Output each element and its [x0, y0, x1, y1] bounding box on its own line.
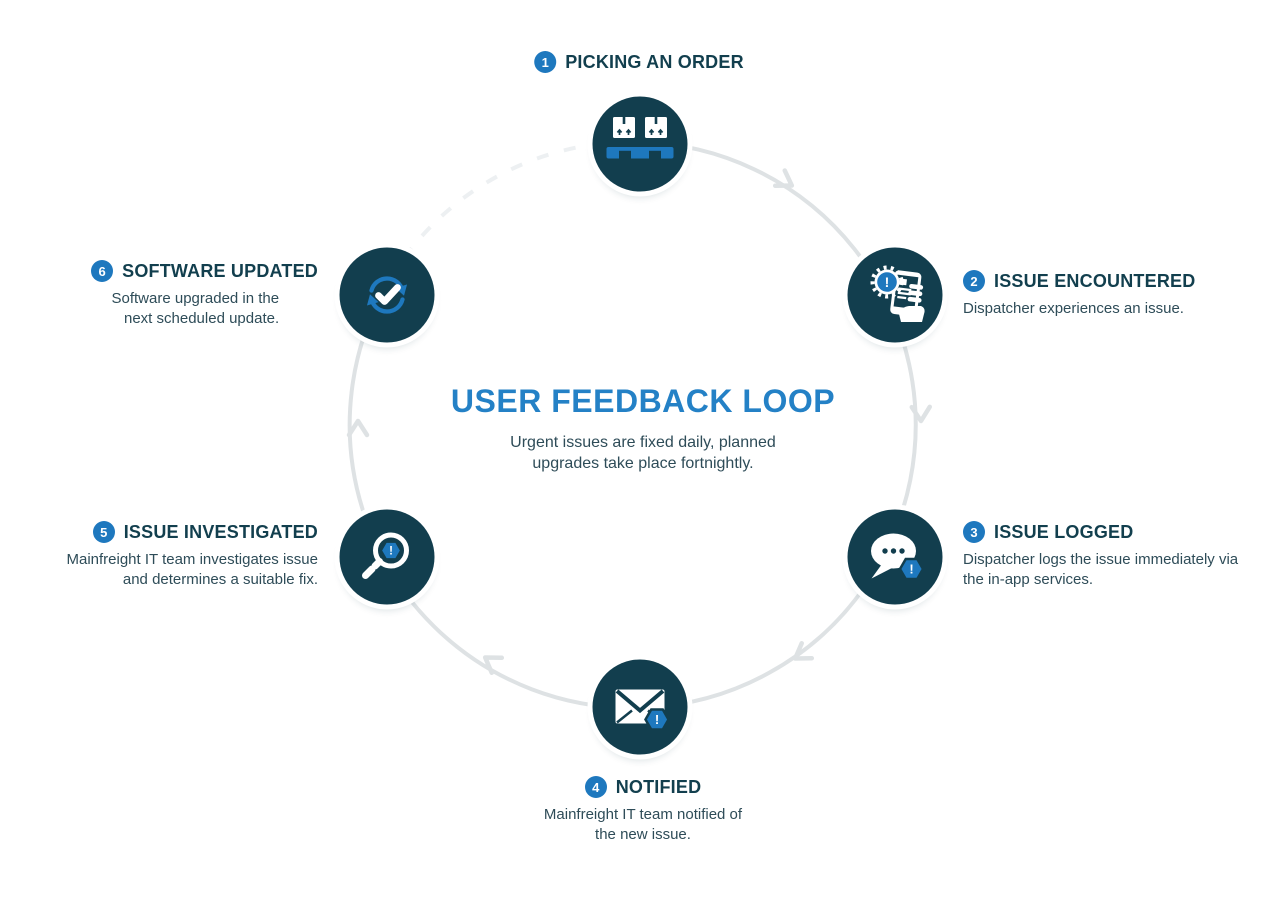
- exclamation-glyph: !: [389, 546, 393, 558]
- step-label: PICKING AN ORDER: [565, 51, 744, 72]
- phone-alert-icon: !: [870, 265, 925, 322]
- refresh-check-icon: [366, 276, 408, 314]
- step-description: Mainfreight IT team investigates issue a…: [66, 551, 318, 588]
- step-header: 5 ISSUE INVESTIGATED: [38, 521, 318, 543]
- exclamation-glyph: !: [885, 274, 890, 290]
- step-header: 1 PICKING AN ORDER: [534, 51, 744, 73]
- node-issue-investigated: !: [334, 504, 440, 610]
- alert-hex-badge: !: [898, 557, 925, 581]
- step-label: ISSUE LOGGED: [994, 521, 1134, 542]
- step-number-badge: 5: [92, 521, 115, 543]
- step-description: Dispatcher experiences an issue.: [963, 300, 1184, 317]
- arrow-step2-to-step3: [909, 404, 933, 424]
- step-number-badge: 6: [91, 260, 114, 282]
- exclamation-glyph: !: [909, 562, 913, 577]
- mail-alert-icon: !: [615, 689, 670, 731]
- search-alert-icon: !: [362, 532, 409, 579]
- step-description: Dispatcher logs the issue immediately vi…: [963, 551, 1239, 588]
- step-description: Software upgraded in the next scheduled …: [111, 290, 280, 327]
- step-number-badge: 4: [584, 776, 607, 798]
- step-issue-investigated: 5 ISSUE INVESTIGATED Mainfreight IT team…: [38, 521, 318, 590]
- step-label: SOFTWARE UPDATED: [122, 260, 318, 281]
- exclamation-glyph: !: [655, 712, 659, 727]
- node-issue-encountered: !: [842, 242, 948, 348]
- diagram-title: USER FEEDBACK LOOP: [450, 383, 836, 419]
- arrow-step5-to-step6: [346, 418, 370, 438]
- step-header: 4 NOTIFIED: [537, 776, 749, 798]
- chat-alert-icon: !: [871, 533, 925, 581]
- step-notified: 4 NOTIFIED Mainfreight IT team notified …: [537, 776, 749, 845]
- alert-hex-badge: !: [379, 540, 403, 561]
- conveyor-boxes-icon: [606, 117, 674, 159]
- diagram-subtitle: Urgent issues are fixed daily, planned u…: [510, 434, 776, 472]
- node-picking-order: [587, 91, 693, 197]
- step-number-badge: 3: [963, 521, 985, 543]
- step-header: 3 ISSUE LOGGED: [963, 521, 1243, 543]
- alert-hex-badge: !: [644, 708, 670, 731]
- loop-ring-solid: [347, 140, 918, 710]
- step-software-updated: 6 SOFTWARE UPDATED Software upgraded in …: [91, 260, 318, 329]
- step-issue-logged: 3 ISSUE LOGGED Dispatcher logs the issue…: [963, 521, 1243, 590]
- step-number-badge: 2: [963, 270, 985, 292]
- step-issue-encountered: 2 ISSUE ENCOUNTERED Dispatcher experienc…: [963, 270, 1263, 319]
- arrow-step4-to-step5: [482, 655, 505, 675]
- step-header: 6 SOFTWARE UPDATED: [91, 260, 318, 282]
- step-number-badge: 1: [534, 51, 557, 73]
- arrow-step1-to-step2: [772, 168, 795, 188]
- center-block: USER FEEDBACK LOOP Urgent issues are fix…: [451, 383, 835, 474]
- node-notified: !: [587, 654, 693, 760]
- node-software-updated: [334, 242, 440, 348]
- alert-burst-badge: !: [870, 265, 904, 299]
- step-label: NOTIFIED: [615, 776, 702, 797]
- step-header: 2 ISSUE ENCOUNTERED: [963, 270, 1263, 292]
- arrow-step3-to-step4: [792, 641, 815, 661]
- step-label: ISSUE INVESTIGATED: [123, 521, 318, 542]
- step-label: ISSUE ENCOUNTERED: [994, 270, 1196, 291]
- step-picking-an-order: 1 PICKING AN ORDER: [534, 51, 744, 73]
- step-description: Mainfreight IT team notified of the new …: [543, 806, 743, 843]
- node-issue-logged: !: [842, 504, 948, 610]
